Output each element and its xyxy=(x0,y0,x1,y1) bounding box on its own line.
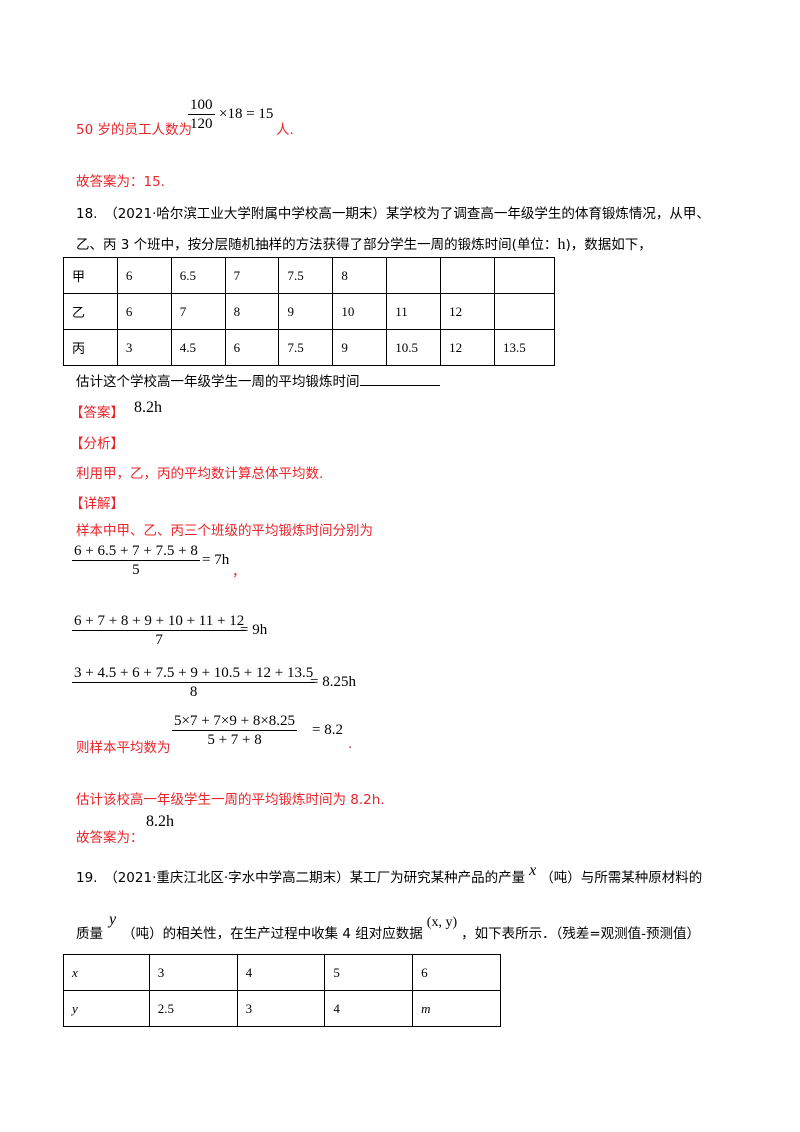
answer-blank xyxy=(359,373,440,386)
eq1-denominator: 5 xyxy=(132,562,140,578)
table-cell: 13.5 xyxy=(494,329,555,366)
prev-answer-suffix: 人. xyxy=(276,122,294,138)
table-cell: 4.5 xyxy=(170,329,226,366)
final-answer-prefix: 故答案为： xyxy=(76,830,144,846)
prev-answer-prefix: 50 岁的员工人数为 xyxy=(76,122,192,138)
prev-fraction-numerator: 100 xyxy=(190,97,213,113)
eq2-numerator: 6 + 7 + 8 + 9 + 10 + 11 + 12 xyxy=(74,613,245,629)
table-cell xyxy=(440,257,496,294)
eq4-prefix: 则样本平均数为 xyxy=(76,740,171,756)
table-cell: 4 xyxy=(236,954,326,991)
table-cell xyxy=(494,293,555,330)
q18-question: 估计这个学校高一年级学生一周的平均锻炼时间 xyxy=(76,370,440,390)
eq4-result: = 8.2 xyxy=(312,722,343,738)
table-cell xyxy=(494,257,555,294)
q19-stem-line2: 质量y（吨）的相关性，在生产过程中收集 4 组对应数据(x, y)，如下表所示．… xyxy=(76,911,701,942)
answer-tag: 【答案】 xyxy=(70,405,124,421)
table-cell xyxy=(386,257,442,294)
row-header-cell: 乙 xyxy=(63,293,118,330)
table-cell: 6 xyxy=(116,257,172,294)
detail-intro: 样本中甲、乙、丙三个班级的平均锻炼时间分别为 xyxy=(76,523,373,539)
eq4-fraction: 5×7 + 7×9 + 8×8.25 5 + 7 + 8 xyxy=(172,712,298,749)
eq1-comma: ， xyxy=(232,564,246,580)
table-cell: 6.5 xyxy=(170,257,226,294)
table-cell: 12 xyxy=(440,293,496,330)
final-answer-value: 8.2h xyxy=(146,813,174,830)
eq4-numerator: 5×7 + 7×9 + 8×8.25 xyxy=(174,713,296,729)
table-cell: 8 xyxy=(224,293,280,330)
table-cell: 8 xyxy=(332,257,388,294)
prev-fraction-rest: ×18 = 15 xyxy=(219,106,274,122)
q18-stem-line2: 乙、丙 3 个班中，按分层随机抽样的方法获得了部分学生一周的锻炼时间(单位：h)… xyxy=(76,236,652,253)
eq3-result: = 8.25h xyxy=(310,674,356,690)
row-header-cell: 甲 xyxy=(63,257,118,294)
table-cell: m xyxy=(412,990,501,1027)
eq4-period: . xyxy=(348,736,353,752)
table-cell: 7.5 xyxy=(278,329,334,366)
table-cell: 4 xyxy=(324,990,414,1027)
table-cell: 6 xyxy=(412,954,501,991)
table-cell: 12 xyxy=(440,329,496,366)
table-cell: 6 xyxy=(224,329,280,366)
table-cell: 10.5 xyxy=(386,329,442,366)
eq1-fraction: 6 + 6.5 + 7 + 7.5 + 8 5 xyxy=(72,542,200,579)
estimate-text: 估计该校高一年级学生一周的平均锻炼时间为 8.2h. xyxy=(76,792,385,808)
eq2-result: = 9h xyxy=(240,622,268,638)
table-cell: 10 xyxy=(332,293,388,330)
prev-fraction: 100 120 xyxy=(188,96,215,133)
eq3-numerator: 3 + 4.5 + 6 + 7.5 + 9 + 10.5 + 12 + 13.5 xyxy=(74,665,314,681)
table-cell: 9 xyxy=(332,329,388,366)
table-cell: 11 xyxy=(386,293,442,330)
table-cell: 6 xyxy=(116,293,172,330)
answer-value: 8.2h xyxy=(134,399,162,416)
analysis-text: 利用甲，乙，丙的平均数计算总体平均数. xyxy=(76,466,324,482)
analysis-tag: 【分析】 xyxy=(70,436,124,452)
table-cell: 3 xyxy=(116,329,172,366)
table-cell: 7 xyxy=(224,257,280,294)
table-cell: 2.5 xyxy=(148,990,238,1027)
row-header-cell: y xyxy=(63,990,150,1027)
q18-stem-line1: 18. （2021·哈尔滨工业大学附属中学校高一期末）某学校为了调查高一年级学生… xyxy=(76,206,710,222)
eq2-fraction: 6 + 7 + 8 + 9 + 10 + 11 + 12 7 xyxy=(72,612,247,649)
eq1-result: = 7h xyxy=(202,552,230,568)
eq4-denominator: 5 + 7 + 8 xyxy=(207,732,262,748)
table-cell: 9 xyxy=(278,293,334,330)
eq2-denominator: 7 xyxy=(155,632,163,648)
table-cell: 3 xyxy=(236,990,326,1027)
table-cell: 3 xyxy=(148,954,238,991)
prev-fraction-denominator: 120 xyxy=(190,116,213,132)
row-header-cell: 丙 xyxy=(63,329,118,366)
eq3-fraction: 3 + 4.5 + 6 + 7.5 + 9 + 10.5 + 12 + 13.5… xyxy=(72,664,316,701)
row-header-cell: x xyxy=(63,954,150,991)
table-cell: 7.5 xyxy=(278,257,334,294)
prev-final-answer: 故答案为：15. xyxy=(76,174,165,190)
eq1-numerator: 6 + 6.5 + 7 + 7.5 + 8 xyxy=(74,543,198,559)
table-cell: 5 xyxy=(324,954,414,991)
table-cell: 7 xyxy=(170,293,226,330)
detail-tag: 【详解】 xyxy=(70,496,124,512)
eq3-denominator: 8 xyxy=(189,684,198,700)
